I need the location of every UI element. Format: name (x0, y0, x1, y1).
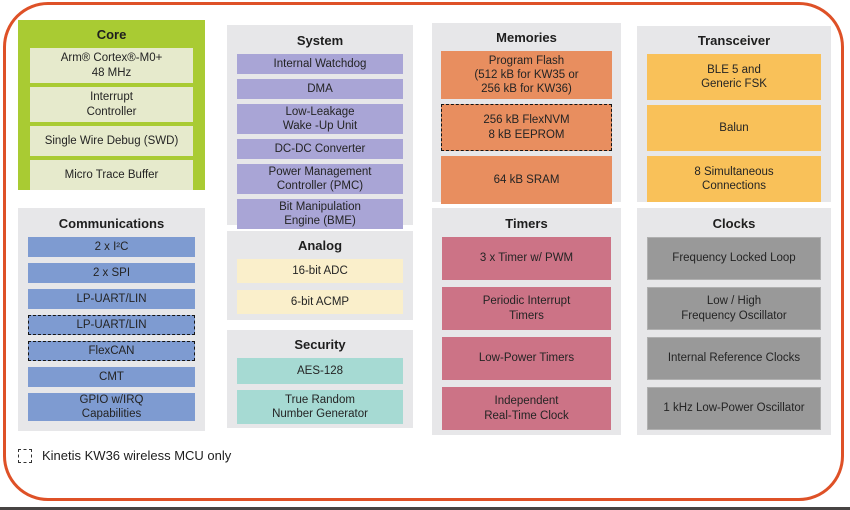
section-timers-title: Timers (505, 216, 548, 231)
section-security: Security AES-128 True Random Number Gene… (227, 330, 413, 428)
section-memories: Memories Program Flash (512 kB for KW35 … (432, 23, 621, 204)
section-transceiver-title: Transceiver (697, 33, 771, 48)
block-independent-rtc: Independent Real-Time Clock (442, 387, 611, 430)
legend-label: Kinetis KW36 wireless MCU only (42, 448, 232, 463)
block-low-high-frequency-oscillator: Low / High Frequency Oscillator (647, 287, 821, 330)
block-flexnvm-eeprom-kw36-only: 256 kB FlexNVM 8 kB EEPROM (441, 104, 612, 151)
section-core: Core Arm® Cortex®-M0+ 48 MHz Interrupt C… (18, 20, 205, 190)
block-lpuart-lin-2-kw36-only: LP-UART/LIN (28, 315, 195, 335)
section-communications: Communications 2 x I²C 2 x SPI LP-UART/L… (18, 208, 205, 431)
section-analog: Analog 16-bit ADC 6-bit ACMP (227, 231, 413, 320)
block-1khz-low-power-oscillator: 1 kHz Low-Power Oscillator (647, 387, 821, 430)
section-transceiver: Transceiver BLE 5 and Generic FSK Balun … (637, 26, 831, 202)
block-cmt: CMT (28, 367, 195, 387)
block-low-power-timers: Low-Power Timers (442, 337, 611, 380)
block-bme: Bit Manipulation Engine (BME) (237, 199, 403, 229)
block-dcdc-converter: DC-DC Converter (237, 139, 403, 159)
block-internal-reference-clocks: Internal Reference Clocks (647, 337, 821, 380)
section-analog-title: Analog (297, 238, 343, 253)
block-i2c: 2 x I²C (28, 237, 195, 257)
block-gpio-irq: GPIO w/IRQ Capabilities (28, 393, 195, 421)
section-communications-title: Communications (58, 216, 165, 231)
block-periodic-interrupt-timers: Periodic Interrupt Timers (442, 287, 611, 330)
section-timers: Timers 3 x Timer w/ PWM Periodic Interru… (432, 208, 621, 435)
block-lpuart-lin-1: LP-UART/LIN (28, 289, 195, 309)
block-swd: Single Wire Debug (SWD) (30, 126, 193, 156)
block-arm-cortex-m0: Arm® Cortex®-M0+ 48 MHz (30, 48, 193, 83)
legend: Kinetis KW36 wireless MCU only (18, 448, 231, 463)
window-bottom-edge (0, 507, 850, 510)
section-clocks: Clocks Frequency Locked Loop Low / High … (637, 208, 831, 435)
block-8-simultaneous-connections: 8 Simultaneous Connections (647, 156, 821, 202)
section-security-title: Security (294, 337, 346, 352)
section-memories-title: Memories (496, 30, 557, 45)
block-6bit-acmp: 6-bit ACMP (237, 290, 403, 314)
block-program-flash: Program Flash (512 kB for KW35 or 256 kB… (441, 51, 612, 99)
block-ble5-generic-fsk: BLE 5 and Generic FSK (647, 54, 821, 100)
block-interrupt-controller: Interrupt Controller (30, 87, 193, 122)
block-16bit-adc: 16-bit ADC (237, 259, 403, 283)
block-trng: True Random Number Generator (237, 390, 403, 424)
section-core-title: Core (96, 27, 127, 42)
block-pmc: Power Management Controller (PMC) (237, 164, 403, 194)
section-clocks-title: Clocks (712, 216, 756, 231)
block-low-leakage-wakeup-unit: Low-Leakage Wake -Up Unit (237, 104, 403, 134)
block-dma: DMA (237, 79, 403, 99)
block-64kb-sram: 64 kB SRAM (441, 156, 612, 204)
section-system: System Internal Watchdog DMA Low-Leakage… (227, 25, 413, 229)
block-micro-trace-buffer: Micro Trace Buffer (30, 160, 193, 190)
block-balun: Balun (647, 105, 821, 151)
block-timer-pwm: 3 x Timer w/ PWM (442, 237, 611, 280)
block-internal-watchdog: Internal Watchdog (237, 54, 403, 74)
kw36-only-dashed-legend-icon (18, 448, 32, 463)
block-spi: 2 x SPI (28, 263, 195, 283)
block-frequency-locked-loop: Frequency Locked Loop (647, 237, 821, 280)
block-aes-128: AES-128 (237, 358, 403, 384)
section-system-title: System (296, 33, 344, 48)
block-flexcan-kw36-only: FlexCAN (28, 341, 195, 361)
